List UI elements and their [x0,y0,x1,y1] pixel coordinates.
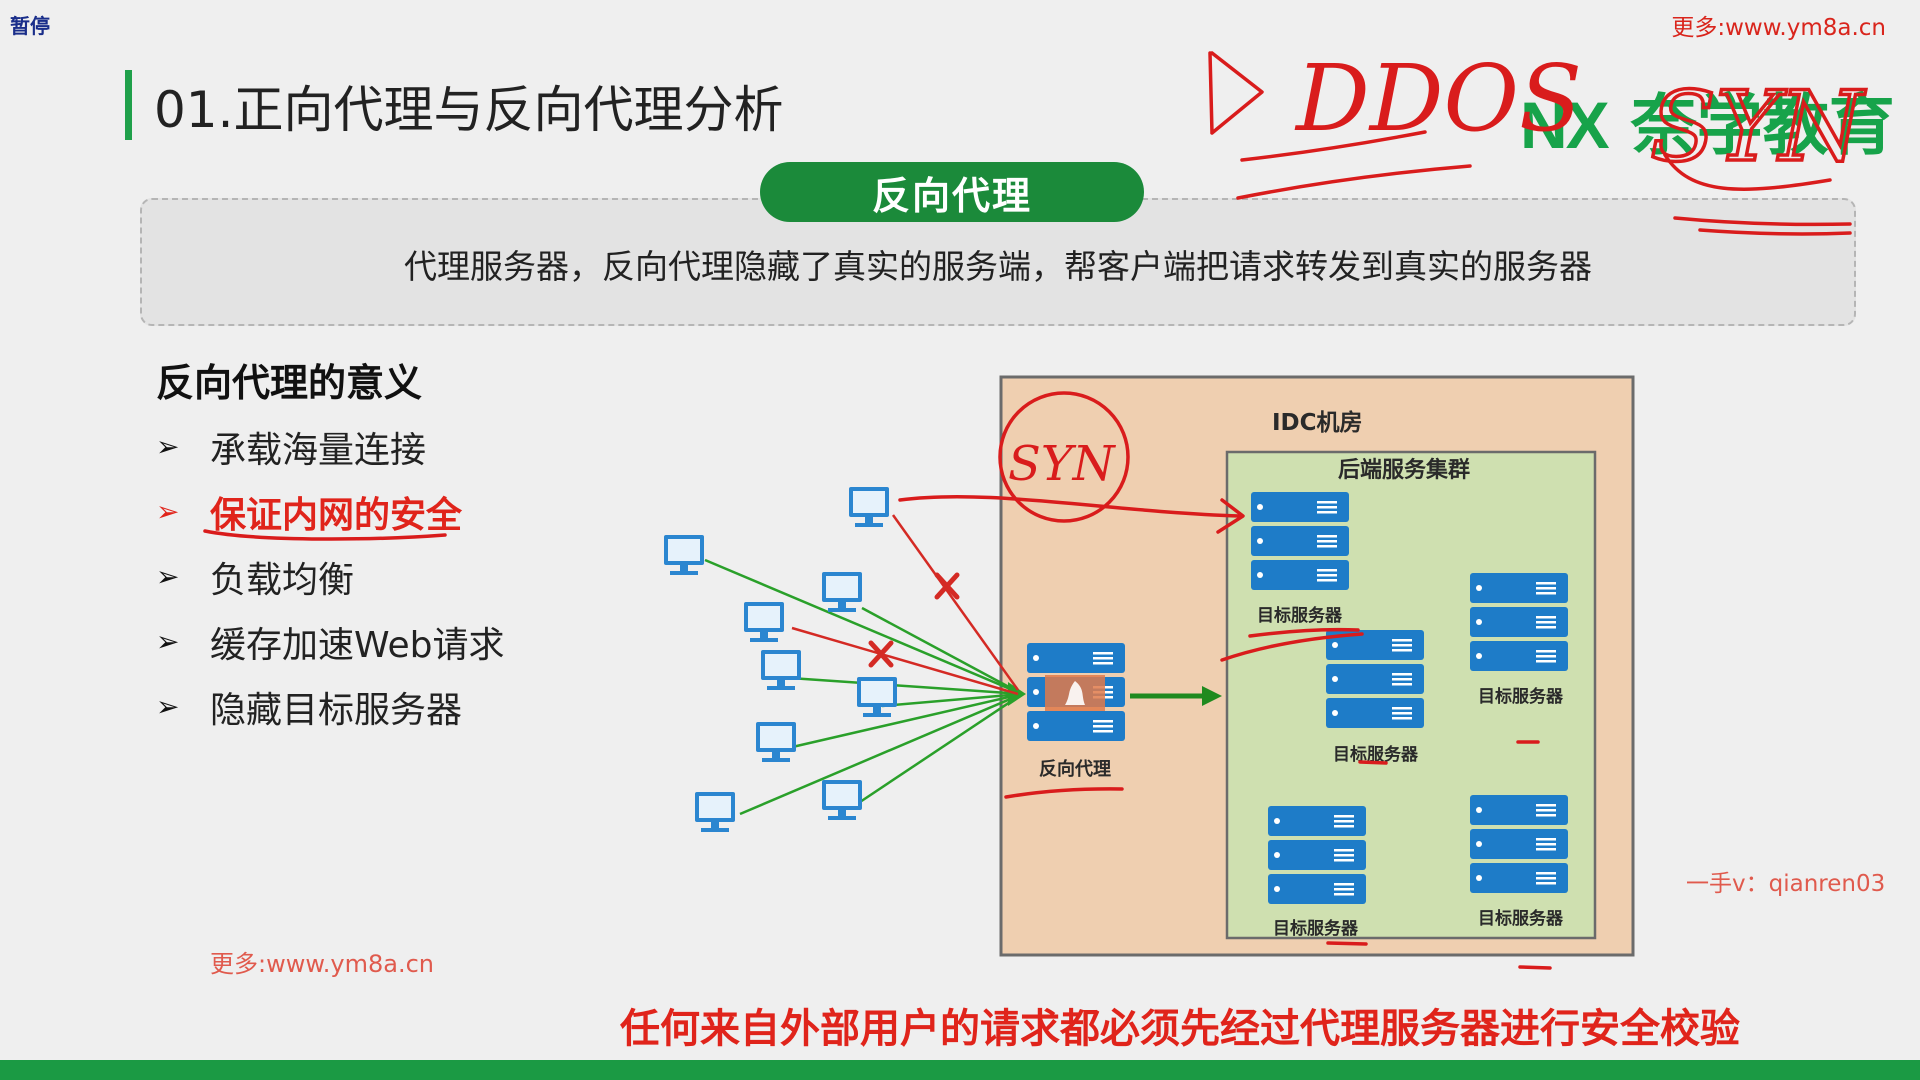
client-links [704,558,1023,816]
server-stack-icon [1470,573,1568,671]
meaning-list: ➢ 承载海量连接 ➢ 保证内网的安全 ➢ 负载均衡 ➢ 缓存加速Web请求 ➢ 隐藏目标服… [156,414,505,739]
client-monitor-icon [822,572,862,612]
client-monitor-icon [695,792,735,832]
bullet-arrow-icon: ➢ [156,690,180,723]
server-label: 目标服务器 [1478,686,1564,707]
client-monitor-icon [857,677,897,717]
meaning-item: ➢ 负载均衡 [156,544,505,609]
title-accent-bar [125,70,132,140]
proxy-label: 反向代理 [1039,758,1111,780]
cluster-label: 后端服务集群 [1338,457,1470,483]
client-monitor-icon [756,722,796,762]
logo-text: 奈学教育 [1630,87,1895,164]
server-label: 目标服务器 [1333,744,1419,765]
meaning-item-label: 负载均衡 [210,559,355,601]
meaning-item-active: ➢ 保证内网的安全 [156,479,505,544]
server-label: 目标服务器 [1478,908,1564,929]
logo-mark: NX [1520,88,1610,162]
meaning-item-label: 承载海量连接 [210,429,427,471]
brand-logo: NX 奈学教育 [1520,72,1895,168]
bullet-arrow-icon: ➢ [156,625,180,658]
client-monitor-icon [761,650,801,690]
server-label: 目标服务器 [1273,918,1359,939]
blocked-links [791,514,1020,696]
meaning-item-label: 隐藏目标服务器 [210,689,463,731]
bottom-stripe [0,1060,1920,1080]
meaning-item: ➢ 隐藏目标服务器 [156,674,505,739]
client-monitor-icon [822,780,862,820]
page-title: 01.正向代理与反向代理分析 [154,81,784,139]
watermark-bottom: 更多:www.ym8a.cn [210,950,434,978]
proxy-forward-arrowhead [1202,686,1222,706]
server-stack-icon [1268,806,1366,904]
server-stack-icon [1326,630,1424,728]
client-monitor-icon [744,602,784,642]
proxy-server-icon [1027,643,1125,741]
watermark-top: 更多:www.ym8a.cn [1671,15,1886,41]
idc-label: IDC机房 [1272,409,1363,436]
meaning-item-label: 保证内网的安全 [210,494,463,536]
blocked-x-icon [868,572,960,668]
meaning-title: 反向代理的意义 [156,361,423,405]
bullet-arrow-icon: ➢ [156,560,180,593]
pause-indicator[interactable]: 暂停 [10,14,50,38]
contact-text: 一手v：qianren03 [1686,871,1886,897]
footer-statement: 任何来自外部用户的请求都必须先经过代理服务器进行安全校验 [620,1006,1740,1052]
server-label: 目标服务器 [1257,605,1343,626]
client-monitor-icon [849,487,889,527]
definition-badge: 反向代理 [760,162,1144,222]
meaning-item: ➢ 缓存加速Web请求 [156,609,505,674]
server-stack-icon [1470,795,1568,893]
server-stack-icon [1251,492,1349,590]
bullet-arrow-icon: ➢ [156,495,180,528]
meaning-item-label: 缓存加速Web请求 [210,624,505,666]
bullet-arrow-icon: ➢ [156,430,180,463]
meaning-item: ➢ 承载海量连接 [156,414,505,479]
definition-text: 代理服务器，反向代理隐藏了真实的服务端，帮客户端把请求转发到真实的服务器 [404,247,1592,286]
client-monitor-icon [664,535,704,575]
